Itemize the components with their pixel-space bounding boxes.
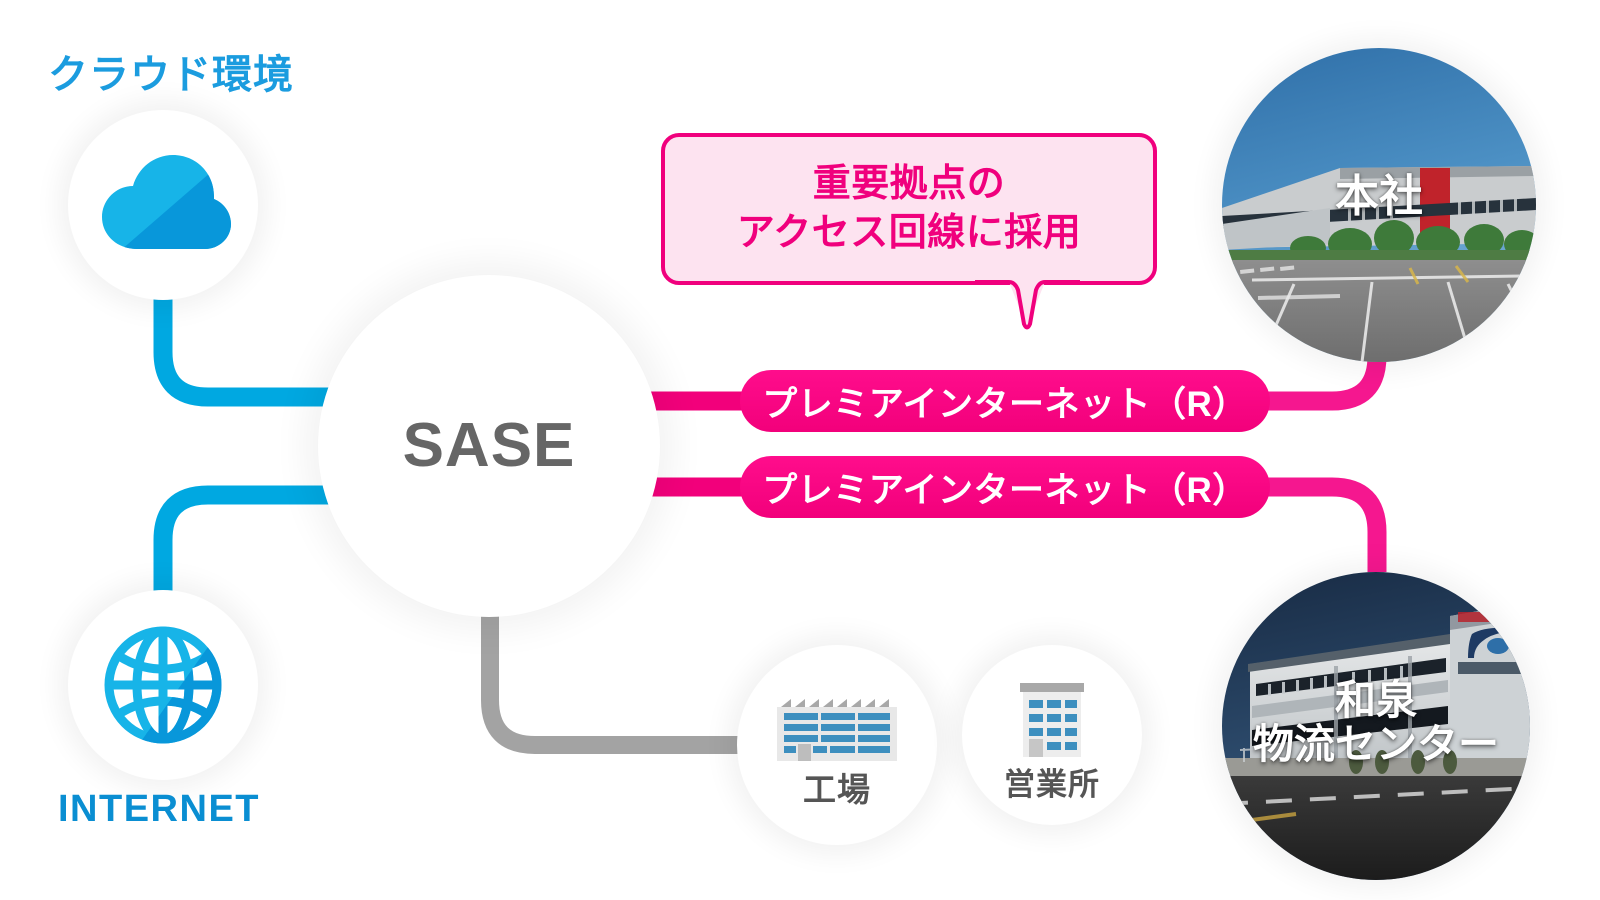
headquarters-photo — [1222, 48, 1536, 362]
callout-bubble: 重要拠点の アクセス回線に採用 — [661, 133, 1157, 285]
node-internet[interactable] — [68, 590, 258, 780]
office-building-icon — [1020, 682, 1084, 757]
internet-section-heading: INTERNET — [58, 788, 260, 830]
cloud-icon — [102, 155, 231, 249]
link-label-headquarters[interactable]: プレミアインターネット（R） — [740, 370, 1270, 432]
sase-label: SASE — [402, 411, 576, 480]
connector-logistics-link-to-logistics — [1258, 477, 1387, 572]
connector-internet-to-sase — [153, 485, 400, 700]
link-label-logistics-text: プレミアインターネット（R） — [762, 470, 1248, 510]
office-label: 営業所 — [1004, 766, 1100, 802]
node-factory[interactable]: 工場 — [737, 645, 937, 845]
node-sase[interactable]: SASE — [318, 275, 660, 617]
connector-sase-to-factory — [481, 590, 800, 754]
callout-text: 重要拠点の アクセス回線に採用 — [736, 163, 1082, 254]
node-logistics-center[interactable]: 和泉 物流センター — [1222, 572, 1530, 880]
callout-tail-icon — [975, 279, 1080, 330]
node-headquarters[interactable]: 本社 — [1222, 48, 1536, 362]
globe-icon — [104, 626, 222, 744]
logistics-center-photo — [1222, 572, 1530, 880]
connector-cloud-to-sase — [153, 290, 400, 407]
logistics-center-label: 和泉 物流センター — [1253, 676, 1499, 767]
link-label-logistics[interactable]: プレミアインターネット（R） — [740, 456, 1270, 518]
node-cloud[interactable] — [68, 110, 258, 300]
link-label-headquarters-text: プレミアインターネット（R） — [762, 384, 1248, 424]
node-office[interactable]: 営業所 — [962, 645, 1142, 825]
headquarters-label: 本社 — [1335, 172, 1423, 222]
cloud-section-heading: クラウド環境 — [48, 53, 294, 97]
factory-label: 工場 — [803, 770, 871, 808]
factory-building-icon — [777, 698, 897, 761]
